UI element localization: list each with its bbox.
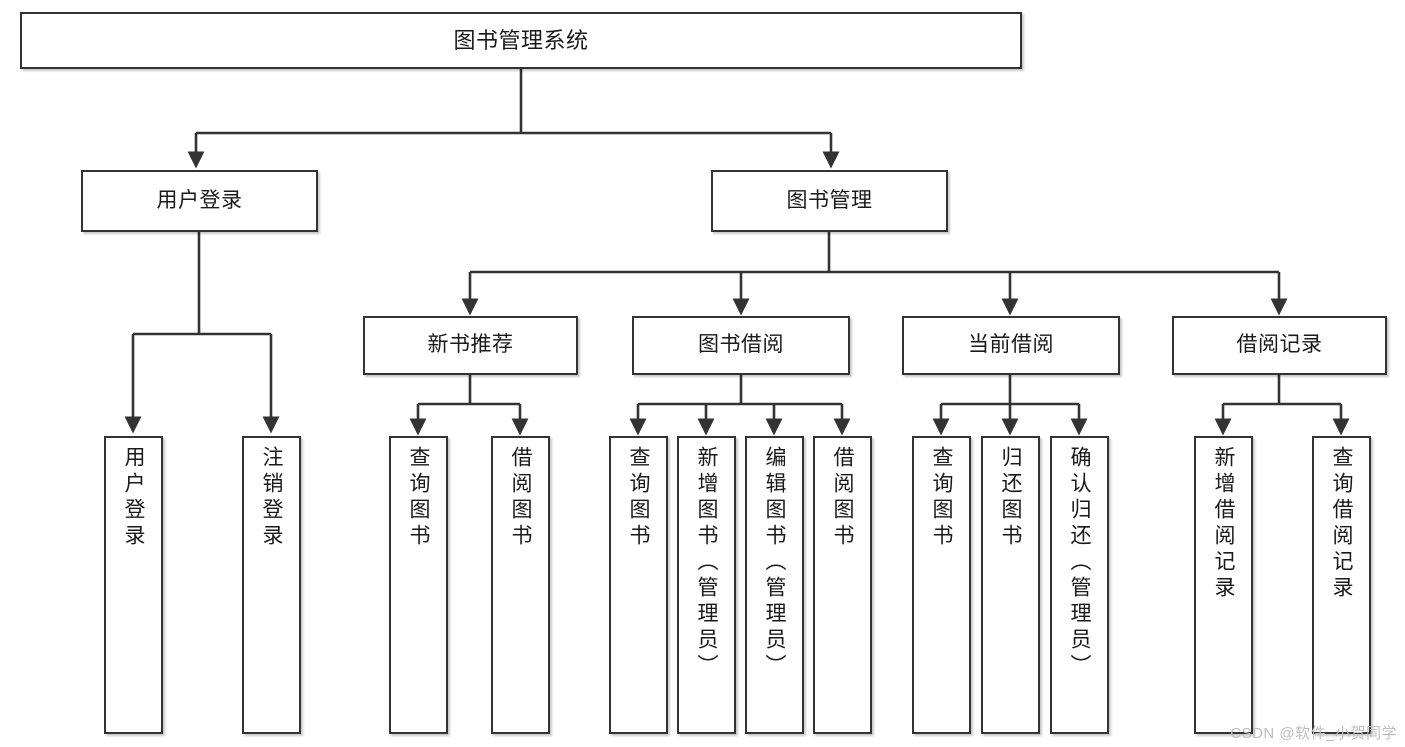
node-new-book-recommend[interactable]: 新书推荐 (363, 316, 578, 375)
node-leaf-logout-login-label: 注销登录 (260, 446, 283, 550)
node-leaf-query-book-1-label: 查询图书 (407, 446, 430, 550)
node-leaf-query-book-1[interactable]: 查询图书 (389, 436, 448, 734)
node-leaf-edit-book[interactable]: 编辑图书（管理员） (745, 436, 804, 734)
node-leaf-confirm-return[interactable]: 确认归还（管理员） (1050, 436, 1109, 734)
node-current-borrow[interactable]: 当前借阅 (902, 316, 1120, 375)
csdn-watermark: CSDN @软件_小贺同学 (1230, 725, 1397, 742)
node-leaf-query-book-3[interactable]: 查询图书 (912, 436, 971, 734)
node-leaf-user-login-label: 用户登录 (122, 446, 145, 550)
node-book-manage-label: 图书管理 (786, 188, 873, 212)
node-book-borrow[interactable]: 图书借阅 (632, 316, 850, 375)
node-leaf-query-book-3-label: 查询图书 (930, 446, 953, 550)
node-leaf-borrow-book-1-label: 借阅图书 (509, 446, 532, 550)
node-leaf-query-borrow-record[interactable]: 查询借阅记录 (1312, 436, 1371, 734)
node-user-login[interactable]: 用户登录 (81, 170, 318, 232)
node-book-manage[interactable]: 图书管理 (711, 170, 948, 232)
node-leaf-return-book-label: 归还图书 (999, 446, 1022, 550)
node-leaf-query-book-2-label: 查询图书 (627, 446, 650, 550)
node-leaf-add-borrow-record-label: 新增借阅记录 (1212, 446, 1235, 602)
node-user-login-label: 用户登录 (156, 188, 243, 212)
node-root-system[interactable]: 图书管理系统 (20, 12, 1022, 69)
node-leaf-borrow-book-2[interactable]: 借阅图书 (813, 436, 872, 734)
node-current-borrow-label: 当前借阅 (968, 333, 1054, 357)
node-leaf-confirm-return-label: 确认归还（管理员） (1068, 446, 1091, 680)
node-leaf-query-borrow-record-label: 查询借阅记录 (1330, 446, 1353, 602)
node-leaf-borrow-book-1[interactable]: 借阅图书 (491, 436, 550, 734)
node-book-borrow-label: 图书借阅 (698, 333, 784, 357)
node-leaf-borrow-book-2-label: 借阅图书 (831, 446, 854, 550)
node-borrow-record[interactable]: 借阅记录 (1172, 316, 1387, 375)
node-leaf-add-borrow-record[interactable]: 新增借阅记录 (1194, 436, 1253, 734)
node-root-system-label: 图书管理系统 (453, 27, 589, 53)
node-leaf-logout-login[interactable]: 注销登录 (242, 436, 301, 734)
node-leaf-add-book[interactable]: 新增图书（管理员） (677, 436, 736, 734)
node-leaf-return-book[interactable]: 归还图书 (981, 436, 1040, 734)
node-borrow-record-label: 借阅记录 (1236, 333, 1323, 357)
node-leaf-query-book-2[interactable]: 查询图书 (609, 436, 668, 734)
node-leaf-user-login[interactable]: 用户登录 (104, 436, 163, 734)
node-leaf-add-book-label: 新增图书（管理员） (695, 446, 718, 680)
node-new-book-recommend-label: 新书推荐 (427, 333, 514, 357)
node-leaf-edit-book-label: 编辑图书（管理员） (763, 446, 786, 680)
